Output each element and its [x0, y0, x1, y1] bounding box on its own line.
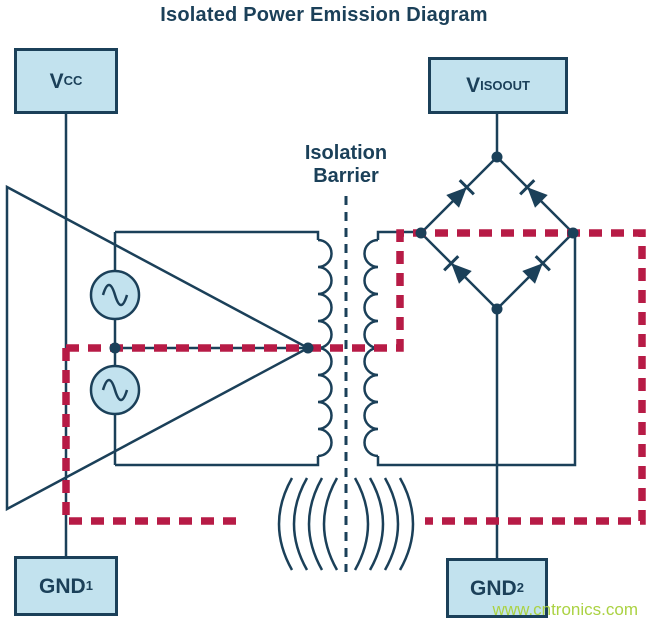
- diode-icon: [446, 179, 475, 208]
- junction-dot: [415, 227, 427, 239]
- junction-dot: [567, 227, 579, 239]
- sine-wave-icon: [101, 378, 129, 402]
- ac-source-bottom: [89, 364, 141, 416]
- watermark: www.cntronics.com: [492, 600, 638, 619]
- wave-arc: [292, 477, 309, 571]
- wave-arc: [307, 477, 324, 571]
- wave-arc: [368, 477, 385, 571]
- isolation-barrier-label-line2: Barrier: [313, 165, 379, 187]
- secondary-top-wire: [376, 230, 421, 240]
- wave-arc: [277, 477, 294, 571]
- emission-path-main-loop: [66, 229, 646, 525]
- junction-dots: [109, 151, 579, 354]
- diode-icon: [522, 255, 551, 284]
- radiated-emission-waves-icon: [277, 477, 415, 571]
- wave-arc: [398, 477, 415, 571]
- vcc-label: V: [49, 69, 64, 93]
- isolation-barrier-label-line1: Isolation: [304, 142, 388, 164]
- sine-wave-icon: [101, 283, 129, 307]
- secondary-circuit-wires: [376, 230, 577, 467]
- transformer: [317, 238, 379, 458]
- emission-current-path: [62, 229, 646, 525]
- primary-bottom-wire: [115, 456, 320, 467]
- diode-bridge: [420, 155, 574, 311]
- junction-dot: [491, 303, 503, 315]
- gnd2-label: GND: [470, 576, 517, 600]
- diode-icon: [443, 255, 472, 284]
- junction-dot: [302, 342, 314, 354]
- driver-triangle: [5, 184, 311, 512]
- page-title: Isolated Power Emission Diagram: [160, 4, 488, 26]
- emission-path-return-loop: [62, 348, 237, 525]
- visoout-label: V: [466, 74, 481, 97]
- ac-source-top: [89, 269, 141, 321]
- gnd1-label: GND: [39, 574, 86, 598]
- diode-icon: [519, 179, 548, 208]
- primary-top-wire: [115, 230, 320, 240]
- wave-arc: [383, 477, 400, 571]
- secondary-bottom-wire: [376, 233, 577, 467]
- wave-arc: [322, 477, 339, 571]
- wave-arc: [353, 477, 370, 571]
- junction-dot: [491, 151, 503, 163]
- isolation-barrier-label: Isolation Barrier: [268, 142, 424, 188]
- junction-dot: [109, 342, 121, 354]
